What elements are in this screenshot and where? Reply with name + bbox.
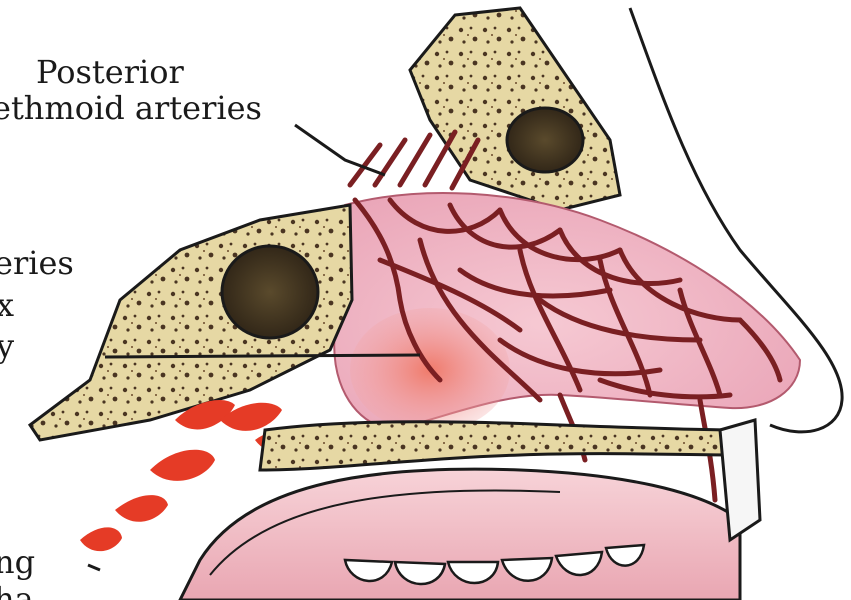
- sphenoid-bone: [30, 205, 352, 440]
- label-bottom-line1: ng: [0, 546, 35, 578]
- label-left-group-line2: x: [0, 289, 14, 321]
- label-posterior: Posterior: [36, 56, 184, 88]
- label-bottom-line2: ha: [0, 583, 34, 600]
- oral-cavity: [180, 469, 740, 600]
- hard-palate: [260, 422, 740, 470]
- label-left-group-line3: y: [0, 330, 14, 362]
- label-left-group-line1: eries: [0, 247, 74, 279]
- frontal-ethmoid-bone: [410, 8, 620, 210]
- label-ethmoid-arteries: ethmoid arteries: [0, 92, 262, 124]
